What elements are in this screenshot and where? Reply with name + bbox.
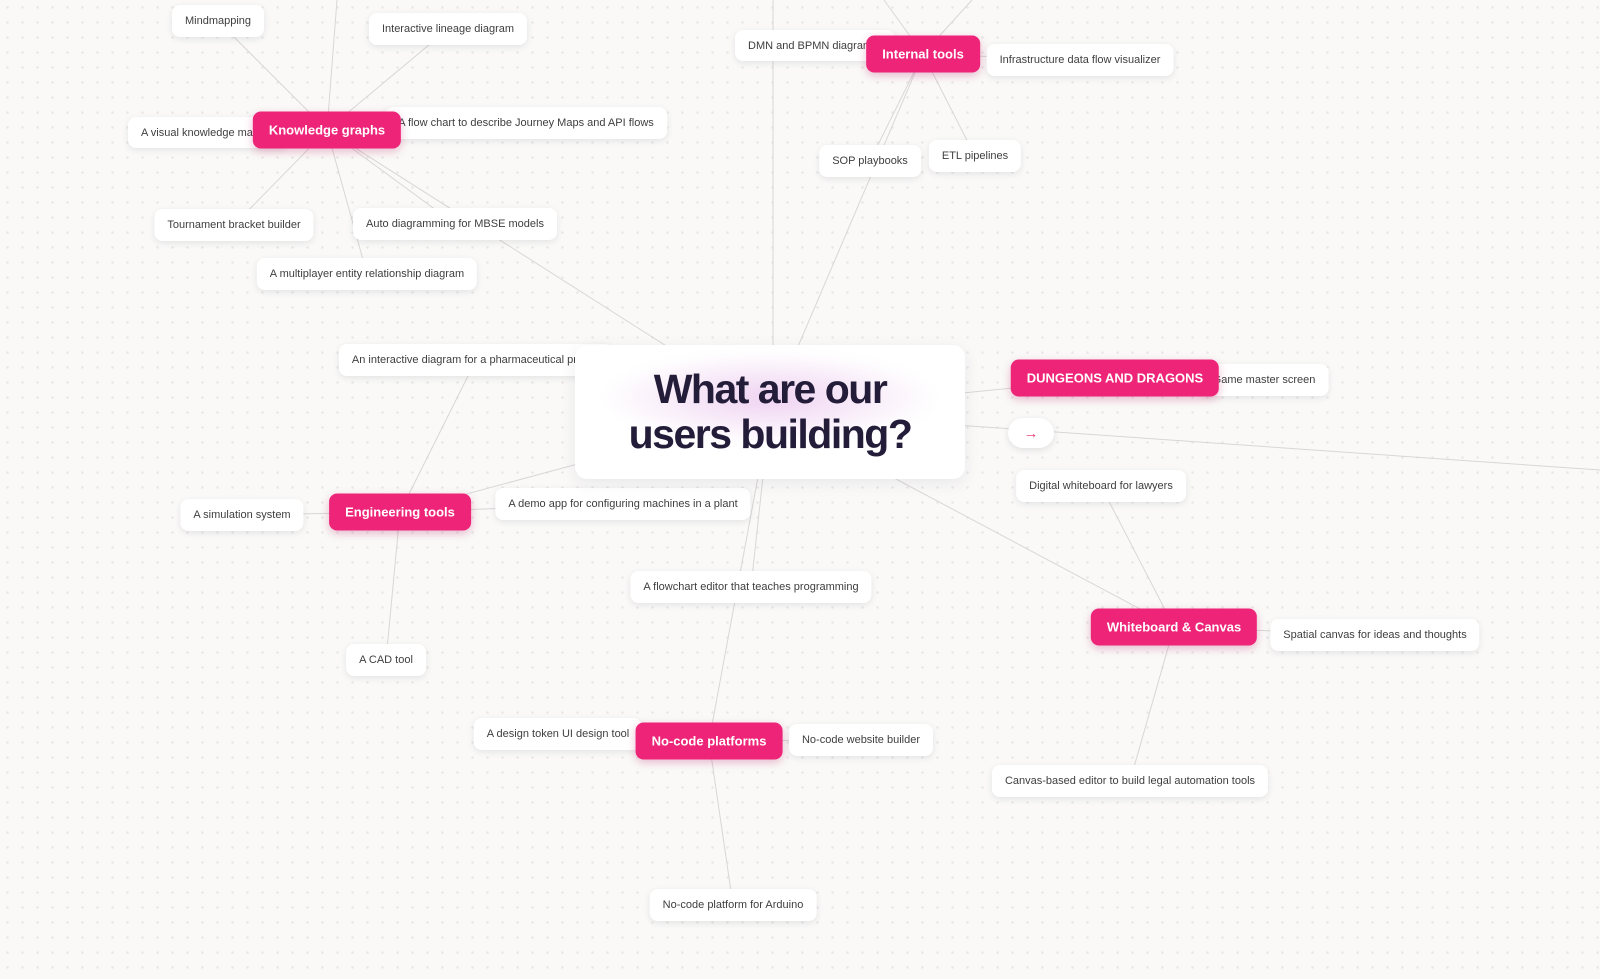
node-mindmapping[interactable]: Mindmapping <box>171 5 265 37</box>
node-infrastructure-data-flow-visualizer[interactable]: Infrastructure data flow visualizer <box>986 44 1174 76</box>
node-canvas-based-legal-automation[interactable]: Canvas-based editor to build legal autom… <box>991 765 1269 797</box>
node-no-code-platform-arduino[interactable]: No-code platform for Arduino <box>649 889 817 921</box>
edge <box>326 0 338 131</box>
node-tournament-bracket-builder[interactable]: Tournament bracket builder <box>154 209 314 241</box>
title-line-2: users building? <box>628 411 913 457</box>
node-engineering-tools[interactable]: Engineering tools <box>329 493 471 531</box>
node-flow-chart-journey-maps[interactable]: A flow chart to describe Journey Maps an… <box>385 107 667 139</box>
edge <box>708 740 734 906</box>
node-sop-playbooks[interactable]: SOP playbooks <box>819 145 921 177</box>
edge <box>326 129 368 275</box>
node-knowledge-graphs[interactable]: Knowledge graphs <box>252 111 402 149</box>
node-pharmaceutical-project-diagram[interactable]: An interactive diagram for a pharmaceuti… <box>338 344 614 376</box>
node-auto-diagramming-mbse[interactable]: Auto diagramming for MBSE models <box>353 208 557 240</box>
node-etl-pipelines[interactable]: ETL pipelines <box>928 140 1022 172</box>
edge <box>399 359 477 513</box>
title-line-1: What are our <box>653 365 888 412</box>
node-game-master-screen[interactable]: Game master screen <box>1199 364 1329 396</box>
node-simulation-system[interactable]: A simulation system <box>180 499 304 531</box>
collapsed-link-node[interactable]: → <box>1008 418 1054 448</box>
node-no-code-website-builder[interactable]: No-code website builder <box>788 724 934 756</box>
node-interactive-lineage-diagram[interactable]: Interactive lineage diagram <box>368 13 528 45</box>
node-whiteboard-canvas[interactable]: Whiteboard & Canvas <box>1090 608 1258 646</box>
arrow-right-icon: → <box>1023 424 1039 442</box>
node-cad-tool[interactable]: A CAD tool <box>346 644 426 676</box>
node-internal-tools[interactable]: Internal tools <box>866 35 980 73</box>
node-spatial-canvas-ideas[interactable]: Spatial canvas for ideas and thoughts <box>1270 619 1480 651</box>
edge <box>385 511 401 661</box>
node-dungeons-and-dragons[interactable]: DUNGEONS AND DRAGONS <box>1010 359 1220 397</box>
central-topic-title: What are our users building? <box>628 365 913 457</box>
node-design-token-ui-design-tool[interactable]: A design token UI design tool <box>473 718 643 750</box>
node-flowchart-editor-teaches-programming[interactable]: A flowchart editor that teaches programm… <box>630 571 872 603</box>
edge <box>1100 485 1175 628</box>
central-topic-node[interactable]: What are our users building? <box>569 343 971 479</box>
node-no-code-platforms[interactable]: No-code platforms <box>635 722 783 760</box>
node-demo-app-configuring-machines[interactable]: A demo app for configuring machines in a… <box>495 488 751 520</box>
node-multiplayer-entity-relationship-diagram[interactable]: A multiplayer entity relationship diagra… <box>256 258 478 290</box>
node-digital-whiteboard-lawyers[interactable]: Digital whiteboard for lawyers <box>1016 470 1186 502</box>
edge <box>1129 626 1175 782</box>
